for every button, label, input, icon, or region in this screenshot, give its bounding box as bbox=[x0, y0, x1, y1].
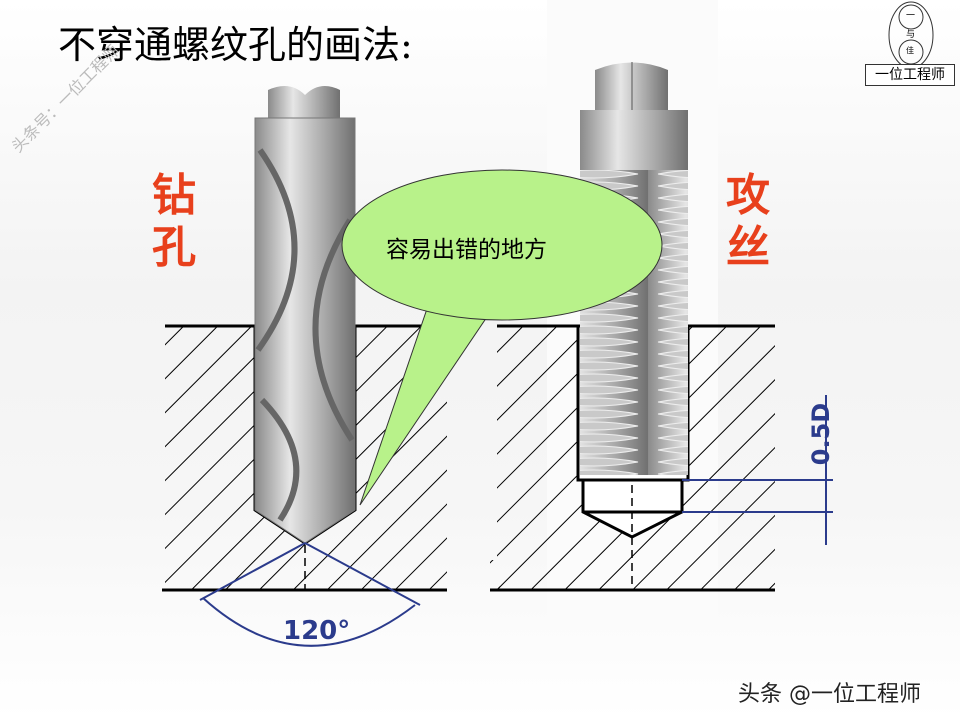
left-label: 钻孔 bbox=[152, 170, 202, 274]
logo-text: 一位工程师 bbox=[865, 64, 955, 86]
right-label-char: 攻 bbox=[726, 170, 770, 221]
callout-text: 容易出错的地方 bbox=[386, 237, 547, 263]
dimension-label: 0.5D bbox=[807, 402, 836, 466]
logo-char: 一 bbox=[906, 11, 916, 21]
page-title: 不穿通螺纹孔的画法: bbox=[58, 23, 413, 67]
callout-bubble bbox=[341, 169, 663, 506]
right-label: 攻丝 bbox=[726, 170, 776, 274]
logo-char: 与 bbox=[906, 30, 916, 40]
right-label-char: 丝 bbox=[726, 222, 770, 273]
left-label-char: 钻 bbox=[152, 170, 196, 221]
depth-dimension bbox=[682, 395, 833, 545]
logo: 一 与 佳 一位工程师 bbox=[865, 0, 957, 90]
drill-bit bbox=[254, 86, 356, 544]
logo-char: 佳 bbox=[906, 46, 914, 55]
angle-label: 120° bbox=[283, 616, 351, 646]
footer-credit: 头条 @一位工程师 bbox=[738, 682, 921, 707]
left-label-char: 孔 bbox=[152, 222, 196, 273]
angle-dimension bbox=[199, 542, 421, 647]
